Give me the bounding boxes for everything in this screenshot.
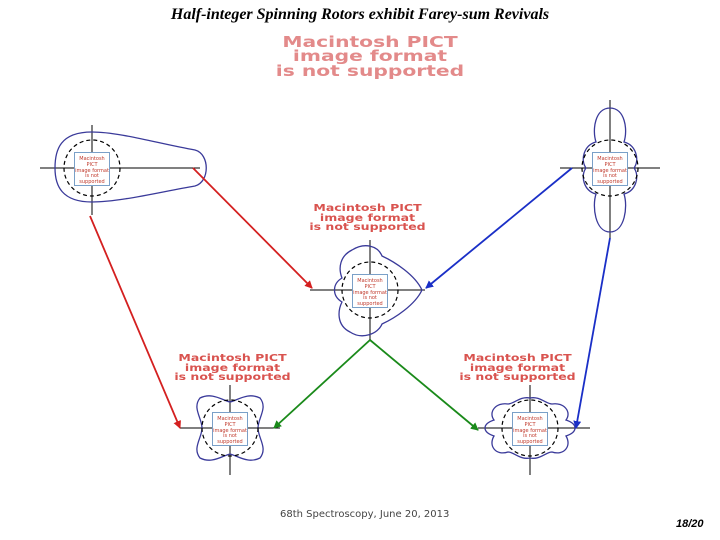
pict-line-1: Macintosh PICT: [282, 33, 458, 51]
slide-footer: 68th Spectroscopy, June 20, 2013: [280, 509, 450, 520]
pict-line-1: Macintosh PICT: [463, 353, 572, 364]
pict-placeholder-center: Macintosh PICT image format is not suppo…: [289, 204, 445, 233]
pict-line-2: image format: [469, 362, 566, 374]
arrow-red-top-left-to-bottom-left: [89, 215, 181, 429]
pict-line-1: Macintosh PICT: [178, 353, 287, 364]
pict-line-2: image format: [319, 212, 416, 224]
pict-placeholder-right: Macintosh PICT image format is not suppo…: [439, 354, 595, 383]
pict-line-1: Macintosh PICT: [313, 203, 422, 214]
pict-line-2: image format: [292, 47, 448, 66]
pict-placeholder-top: Macintosh PICT image format is not suppo…: [208, 33, 532, 80]
slide-title: Half-integer Spinning Rotors exhibit Far…: [170, 6, 550, 23]
arrow-green-center-to-bottom-right: [369, 339, 479, 431]
rotor-top-left: [40, 125, 207, 215]
arrow-red-top-left-to-center: [192, 167, 313, 289]
arrow-green-center-to-bottom-left: [273, 339, 371, 429]
pict-line-3: is not supported: [275, 61, 465, 80]
pict-placeholder-left: Macintosh PICT image format is not suppo…: [154, 354, 310, 383]
arrow-blue-top-right-to-center: [425, 167, 573, 289]
pict-line-3: is not supported: [309, 222, 426, 233]
pict-line-3: is not supported: [459, 372, 576, 383]
pict-line-2: image format: [184, 362, 281, 374]
arrow-blue-top-right-to-bottom-right: [573, 237, 611, 429]
pict-line-3: is not supported: [174, 372, 291, 383]
page-number: 18/20: [676, 518, 704, 530]
